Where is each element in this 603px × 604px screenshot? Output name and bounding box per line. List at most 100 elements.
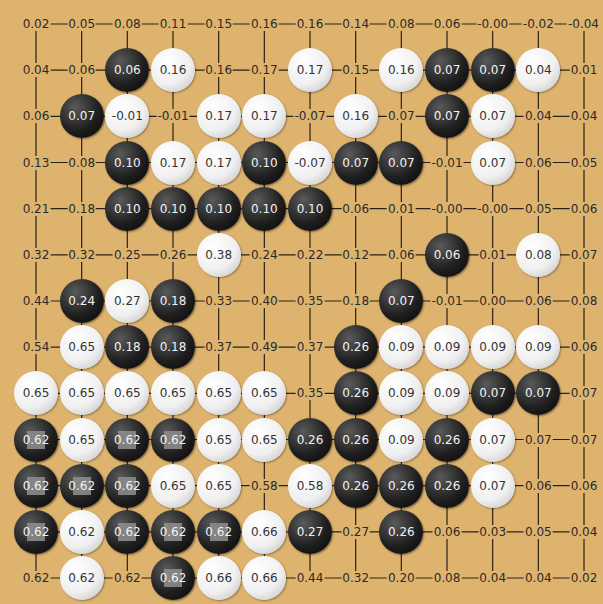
black-stone: 0.10 (288, 187, 332, 231)
point-value: -0.00 (476, 17, 509, 31)
black-stone: 0.62 (151, 510, 195, 554)
stone-value: 0.09 (479, 340, 506, 354)
point-value: 0.37 (204, 340, 233, 354)
point-value: 0.40 (250, 294, 279, 308)
white-stone: 0.09 (379, 371, 423, 415)
point-value: 0.11 (159, 17, 188, 31)
black-stone: 0.07 (379, 279, 423, 323)
black-stone: 0.18 (151, 325, 195, 369)
stone-value: 0.65 (68, 340, 95, 354)
black-stone: 0.10 (105, 141, 149, 185)
white-stone: 0.09 (379, 418, 423, 462)
black-stone: 0.10 (242, 187, 286, 231)
point-value: 0.33 (204, 294, 233, 308)
black-stone: 0.07 (516, 371, 560, 415)
stone-value: 0.62 (114, 525, 141, 539)
white-stone: 0.62 (60, 510, 104, 554)
stone-value: 0.62 (68, 479, 95, 493)
stone-value: 0.65 (68, 386, 95, 400)
stone-value: 0.16 (388, 63, 415, 77)
stone-value: 0.26 (342, 433, 369, 447)
white-stone: 0.16 (151, 48, 195, 92)
point-value: 0.06 (341, 202, 370, 216)
white-stone: 0.09 (379, 325, 423, 369)
point-value: 0.07 (570, 248, 599, 262)
stone-value: 0.62 (23, 433, 50, 447)
stone-value: 0.18 (160, 340, 187, 354)
point-value: 0.06 (570, 340, 599, 354)
point-value: 0.07 (524, 433, 553, 447)
point-value: 0.01 (387, 202, 416, 216)
stone-value: -0.01 (112, 109, 143, 123)
point-value: 0.62 (113, 571, 142, 585)
black-stone: 0.62 (14, 464, 58, 508)
point-value: 0.07 (570, 386, 599, 400)
point-value: 0.08 (113, 17, 142, 31)
white-stone: 0.09 (425, 371, 469, 415)
black-stone: 0.07 (334, 141, 378, 185)
stone-value: 0.65 (205, 433, 232, 447)
black-stone: 0.62 (105, 418, 149, 462)
stone-value: 0.62 (114, 433, 141, 447)
point-value: 0.21 (22, 202, 51, 216)
stone-value: 0.06 (114, 63, 141, 77)
point-value: -0.04 (567, 17, 600, 31)
point-value: 0.08 (387, 17, 416, 31)
stone-value: 0.62 (68, 525, 95, 539)
point-value: 0.00 (478, 294, 507, 308)
stone-value: 0.65 (160, 386, 187, 400)
stone-value: 0.27 (297, 525, 324, 539)
stone-value: 0.17 (251, 109, 278, 123)
point-value: 0.06 (570, 479, 599, 493)
stone-value: 0.09 (388, 386, 415, 400)
point-value: 0.58 (250, 479, 279, 493)
stone-value: 0.18 (160, 294, 187, 308)
point-value: 0.35 (296, 386, 325, 400)
stone-value: 0.07 (479, 63, 506, 77)
point-value: 0.35 (296, 294, 325, 308)
point-value: 0.06 (433, 17, 462, 31)
point-value: 0.25 (113, 248, 142, 262)
white-stone: -0.01 (105, 94, 149, 138)
point-value: -0.02 (522, 17, 555, 31)
point-value: 0.03 (478, 525, 507, 539)
point-value: 0.06 (570, 202, 599, 216)
point-value: 0.04 (570, 525, 599, 539)
point-value: 0.18 (341, 294, 370, 308)
stone-value: 0.10 (160, 202, 187, 216)
white-stone: 0.65 (60, 418, 104, 462)
black-stone: 0.62 (14, 418, 58, 462)
stone-value: 0.24 (68, 294, 95, 308)
point-value: 0.04 (22, 63, 51, 77)
white-stone: 0.17 (197, 94, 241, 138)
point-value: 0.02 (22, 17, 51, 31)
stone-value: 0.16 (342, 109, 369, 123)
point-value: 0.05 (524, 202, 553, 216)
point-value: 0.32 (22, 248, 51, 262)
stone-value: 0.18 (114, 340, 141, 354)
white-stone: 0.16 (379, 48, 423, 92)
stone-value: 0.58 (297, 479, 324, 493)
stone-value: 0.26 (434, 479, 461, 493)
white-stone: 0.65 (14, 371, 58, 415)
white-stone: 0.08 (516, 233, 560, 277)
stone-value: 0.66 (251, 525, 278, 539)
point-value: 0.44 (22, 294, 51, 308)
point-value: 0.22 (296, 248, 325, 262)
black-stone: 0.18 (151, 279, 195, 323)
black-stone: 0.26 (379, 464, 423, 508)
black-stone: 0.26 (334, 371, 378, 415)
stone-value: 0.06 (434, 248, 461, 262)
stone-value: 0.26 (342, 479, 369, 493)
black-stone: 0.07 (425, 48, 469, 92)
point-value: 0.01 (570, 63, 599, 77)
stone-value: 0.07 (479, 433, 506, 447)
point-value: 0.12 (341, 248, 370, 262)
white-stone: 0.09 (471, 325, 515, 369)
stone-value: 0.10 (114, 202, 141, 216)
white-stone: -0.07 (288, 141, 332, 185)
stone-value: 0.62 (114, 479, 141, 493)
point-value: -0.00 (430, 202, 463, 216)
black-stone: 0.62 (151, 418, 195, 462)
point-value: 0.06 (387, 248, 416, 262)
